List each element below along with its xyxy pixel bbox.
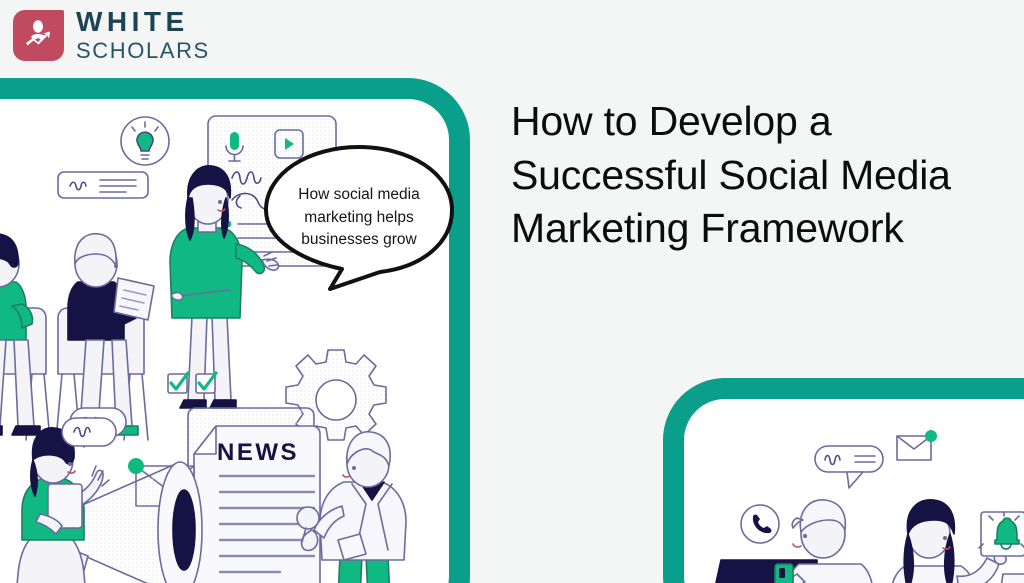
- left-illustration-art: NEWS: [0, 78, 470, 583]
- logo-line-white: WHITE: [76, 6, 189, 37]
- news-title: NEWS: [217, 439, 299, 466]
- chat-bubble-icon: [61, 417, 117, 447]
- phone-icon: [740, 504, 780, 544]
- audience-figure-2: [55, 232, 155, 441]
- audience-figure-1: [0, 233, 51, 441]
- page-title: How to Develop a Successful Social Media…: [511, 98, 951, 252]
- reporter-figure: [296, 431, 407, 583]
- checkmark-icon: [195, 371, 218, 394]
- speech-bubble-text: How social media marketing helps busines…: [298, 186, 420, 249]
- logo-wordmark: WHITE SCHOLARS: [76, 8, 210, 62]
- laptop-icon: [992, 573, 1024, 583]
- presenter-figure: [169, 165, 280, 409]
- right-illustration-frame: [663, 378, 1024, 583]
- lightbulb-icon: [120, 116, 170, 166]
- envelope-icon: [896, 430, 937, 461]
- chat-bubble-icon: [814, 445, 884, 489]
- person-with-phone: [774, 499, 874, 583]
- right-illustration-art: [663, 378, 1024, 583]
- chat-bubble-icon: [57, 171, 149, 199]
- person-with-notification: [890, 499, 1007, 583]
- bell-notification-icon: [978, 511, 1024, 557]
- brand-logo[interactable]: WHITE SCHOLARS: [13, 8, 210, 62]
- news-document: NEWS: [187, 407, 321, 583]
- speech-bubble: How social media marketing helps busines…: [264, 145, 454, 291]
- logo-mark-icon: [13, 9, 64, 61]
- presenter-figure-2: [11, 427, 110, 583]
- logo-line-scholars: SCHOLARS: [76, 38, 210, 63]
- checkmark-icon: [167, 371, 190, 394]
